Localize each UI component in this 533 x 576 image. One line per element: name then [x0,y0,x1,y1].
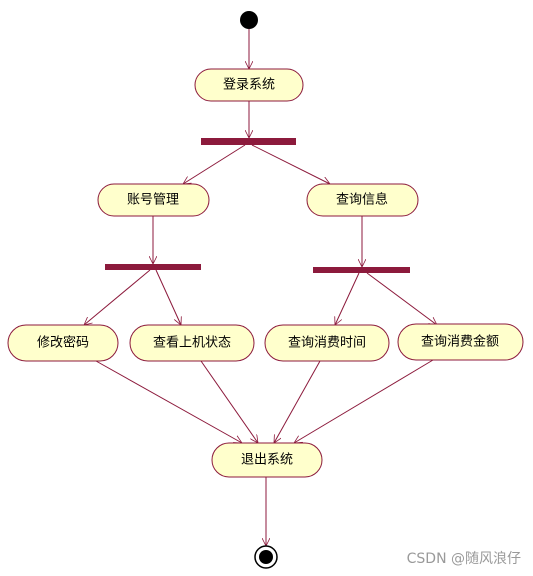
edge-change-password-logout [95,360,242,443]
node-logout-label: 退出系统 [241,453,293,468]
fork-bar-2 [105,264,201,270]
edge-query-time-logout [274,360,321,443]
node-query-info-label: 查询信息 [336,192,388,208]
fork-bar-3 [313,267,410,273]
node-login: 登录系统 [194,68,304,102]
node-logout: 退出系统 [211,442,323,478]
node-query-time: 查询消费时间 [264,324,390,362]
fork-bar-1 [201,138,296,145]
end-node [254,545,278,569]
node-query-amount: 查询消费金额 [397,323,524,361]
node-account: 账号管理 [97,183,210,217]
edge-fork2-change-password [84,269,151,325]
node-query-amount-label: 查询消费金额 [421,334,499,350]
edge-query-amount-logout [294,359,434,443]
watermark: CSDN @随风浪仔 [406,551,521,567]
edge-view-status-logout [200,360,258,443]
node-view-status: 查看上机状态 [129,324,255,362]
node-query-info: 查询信息 [306,183,419,217]
node-view-status-label: 查看上机状态 [153,335,231,351]
edges [84,29,437,546]
node-account-label: 账号管理 [127,193,179,208]
node-change-password: 修改密码 [7,324,119,362]
start-node [240,11,258,29]
node-query-time-label: 查询消费时间 [288,336,366,351]
edge-fork3-query-amount [366,272,437,325]
edge-fork-account [183,144,246,184]
edge-fork-query-info [251,144,330,185]
node-change-password-label: 修改密码 [37,335,89,351]
edge-fork2-view-status [155,269,181,325]
edge-fork3-query-time [335,272,360,325]
node-login-label: 登录系统 [223,78,275,93]
